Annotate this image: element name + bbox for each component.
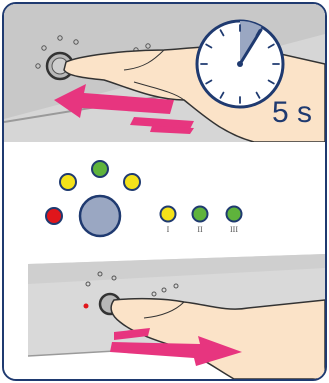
indicator-led [151, 291, 157, 297]
appliance-control-drawing [4, 4, 325, 142]
level-label-2: II [197, 225, 203, 234]
indicator-led [145, 43, 151, 49]
indicator-led [161, 287, 167, 293]
push-arrow [54, 84, 194, 134]
indicator-led [173, 283, 179, 289]
stopwatch-icon [195, 19, 285, 109]
slide-arrow [110, 328, 242, 366]
level-indicator-3 [225, 205, 243, 223]
indicator-led [111, 275, 117, 281]
indicator-led [57, 35, 63, 41]
level-label-1: I [166, 225, 170, 234]
indicator-diagram-panel: I II III [4, 142, 325, 244]
instruction-illustration-frame: 5 s I II III [2, 2, 327, 381]
indicator-led [85, 281, 91, 287]
power-indicator-red [45, 207, 63, 225]
indicator-led [41, 45, 47, 51]
control-button [78, 194, 122, 238]
indicator-diagram [45, 160, 243, 238]
indicator-led [97, 271, 103, 277]
indicator-yellow-right [123, 173, 141, 191]
indicator-yellow-left [59, 173, 77, 191]
indicator-led [35, 63, 41, 69]
indicator-red-small [83, 303, 89, 309]
indicator-led [73, 39, 79, 45]
press-hold-panel: 5 s [4, 4, 325, 142]
hand-sliding [110, 297, 325, 379]
indicator-green-top [91, 160, 109, 178]
level-label-3: III [230, 225, 238, 234]
stopwatch-hand [238, 28, 263, 66]
duration-label: 5 s [272, 96, 313, 129]
level-indicator-2 [191, 205, 209, 223]
level-indicator-1 [159, 205, 177, 223]
appliance-slide-drawing [27, 254, 325, 379]
slide-panel [4, 244, 325, 379]
